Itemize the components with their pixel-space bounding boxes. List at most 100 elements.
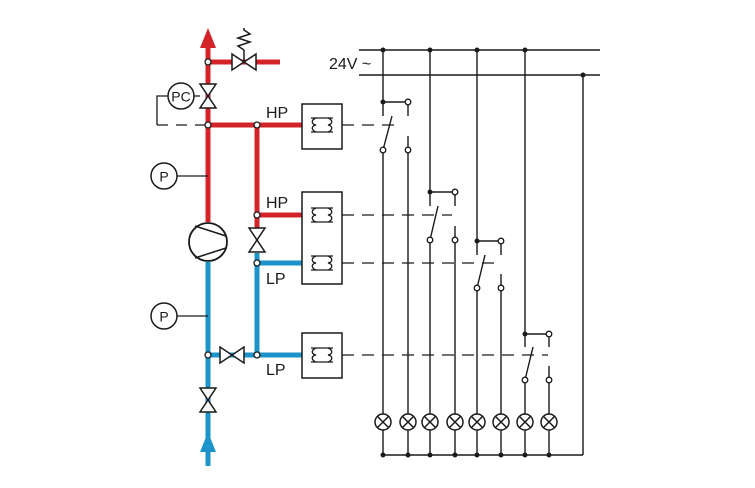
bellows-symbol [311, 347, 333, 363]
bus-dot [522, 452, 528, 458]
bellows-symbol [311, 207, 333, 223]
valve-half [230, 345, 245, 365]
junction-dot [204, 121, 212, 129]
gauge-circle [150, 162, 178, 190]
bus-dot [522, 47, 528, 53]
bellows-symbol [311, 117, 333, 133]
pressure-gauge-bottom: P [150, 302, 208, 330]
valve-icon [247, 227, 267, 253]
bus-dot [474, 452, 480, 458]
lamp-cross [376, 415, 390, 429]
contact-blade [524, 346, 534, 381]
electrical-wiring [359, 49, 600, 456]
indicator-lamp-icon [421, 413, 439, 431]
switch-box-dual [301, 191, 343, 285]
bellows-symbol [311, 255, 333, 271]
bus-dot [427, 189, 433, 195]
lamp-cross [423, 415, 437, 429]
pc-signal-line [156, 95, 168, 125]
terminal [545, 376, 553, 384]
valve-half [247, 238, 267, 253]
terminal [473, 284, 481, 292]
bus-junctions [380, 47, 586, 458]
valve-half [247, 227, 267, 242]
pipe-junctions [204, 58, 261, 359]
gauge-circle [150, 302, 178, 330]
valve-half [198, 94, 218, 109]
contact-blade [382, 115, 393, 151]
contact-blade [476, 254, 486, 289]
indicator-lamp-icon [446, 413, 464, 431]
feed-wire [525, 333, 550, 347]
terminal [426, 236, 434, 244]
bus-dot [452, 452, 458, 458]
indicator-lamp-icon [399, 413, 417, 431]
bus-dot [498, 452, 504, 458]
valve-half [198, 398, 218, 413]
bus-dot [380, 452, 386, 458]
terminal [451, 236, 459, 244]
indicator-lamps [374, 413, 558, 431]
compressor-icon [188, 222, 228, 262]
mechanical-linkages [342, 124, 548, 356]
gauge-label: P [159, 309, 168, 325]
junction-dot [253, 259, 261, 267]
valve-icon [198, 83, 218, 109]
contact-blade [429, 205, 439, 241]
compressor-stroke [194, 225, 227, 237]
valve-half [242, 52, 257, 72]
indicator-lamp-icon [468, 413, 486, 431]
feed-wire [477, 240, 502, 255]
bus-dot [405, 452, 411, 458]
flow-arrow-icon [200, 28, 216, 48]
relief-valve-icon [231, 28, 257, 72]
feed-wire [430, 191, 456, 206]
pc-label: PC [171, 89, 190, 105]
bus-dot [546, 452, 552, 458]
indicator-lamp-icon [540, 413, 558, 431]
switch-label: LP [266, 362, 286, 379]
feed-wire [383, 101, 409, 116]
pressure-switch-boxes [301, 103, 343, 379]
indicator-lamp-icon [492, 413, 510, 431]
indicator-lamp-icon [516, 413, 534, 431]
terminal [545, 330, 553, 338]
terminal [521, 376, 529, 384]
pressure-controller: PC [156, 82, 205, 126]
low-pressure-piping [205, 253, 302, 440]
contact-terminals [379, 98, 553, 384]
valve-half [219, 345, 234, 365]
terminal [404, 146, 412, 154]
terminal [497, 237, 505, 245]
terminal [379, 146, 387, 154]
terminal [451, 188, 459, 196]
pressure-gauge-top: P [150, 162, 208, 190]
switch-label: HP [266, 105, 288, 122]
junction-dot [204, 58, 212, 66]
valve-half [198, 387, 218, 402]
compressor-stroke [194, 247, 227, 259]
bus-dot [427, 452, 433, 458]
terminal [497, 284, 505, 292]
gauge-label: P [159, 169, 168, 185]
switch-box-hp-1 [301, 103, 343, 150]
lamp-cross [542, 415, 556, 429]
valve-icon [198, 387, 218, 413]
bus-dot [522, 331, 528, 337]
valve-half [198, 83, 218, 98]
junction-dot [253, 211, 261, 219]
switch-label: LP [266, 271, 286, 288]
lamp-cross [401, 415, 415, 429]
valve-icon [219, 345, 245, 365]
lamp-cross [470, 415, 484, 429]
pressure-switch-icon [311, 117, 333, 363]
switch-box-lp-2 [301, 332, 343, 379]
bus-dot [474, 47, 480, 53]
junction-dot [253, 351, 261, 359]
flow-arrow-icon [200, 432, 216, 452]
junction-dot [253, 121, 261, 129]
bus-dot [380, 99, 386, 105]
terminal [404, 98, 412, 106]
